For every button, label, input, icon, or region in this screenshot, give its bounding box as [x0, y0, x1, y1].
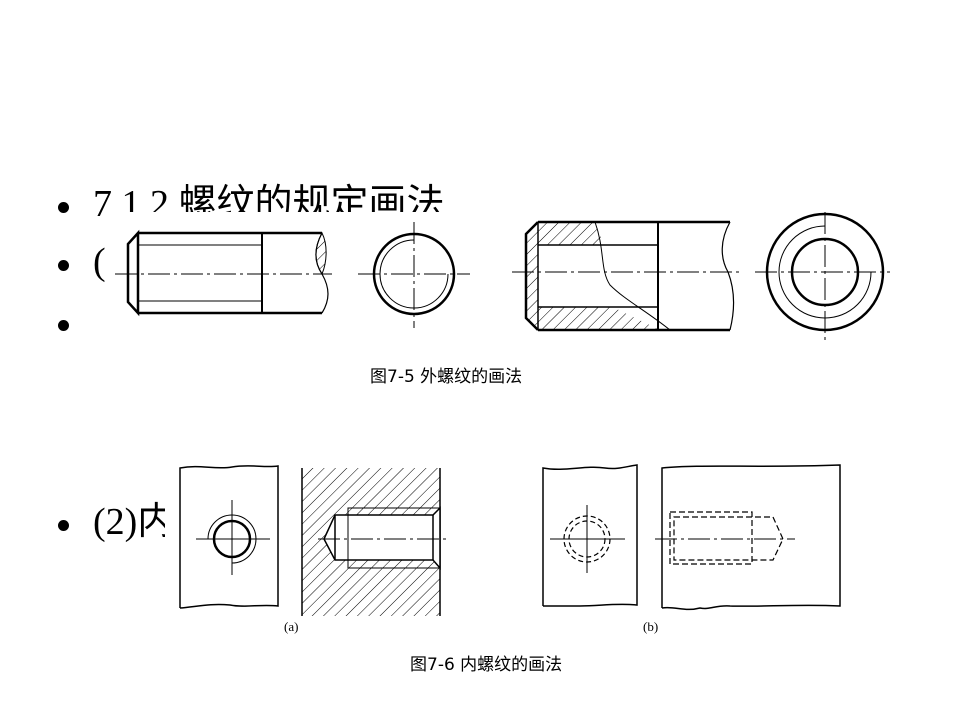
bullet-text: (: [93, 241, 106, 283]
figure-internal-thread: [165, 460, 847, 638]
figure-external-thread: [108, 212, 898, 347]
figure-7-6-caption: 图7-6 内螺纹的画法: [410, 655, 563, 675]
figure-7-5-caption: 图7-5 外螺纹的画法: [370, 367, 523, 387]
bullet-dot: [58, 259, 69, 271]
subfigure-a-label: (a): [284, 619, 299, 634]
bullet-4: (2)内: [58, 490, 175, 545]
bullet-3: [58, 300, 93, 344]
bullet-dot: [58, 201, 69, 213]
bullet-2: (: [58, 240, 106, 284]
subfigure-b-label: (b): [643, 619, 659, 634]
bullet-text: (2)内: [93, 501, 176, 543]
bullet-dot: [58, 319, 69, 331]
bullet-dot: [58, 519, 69, 531]
